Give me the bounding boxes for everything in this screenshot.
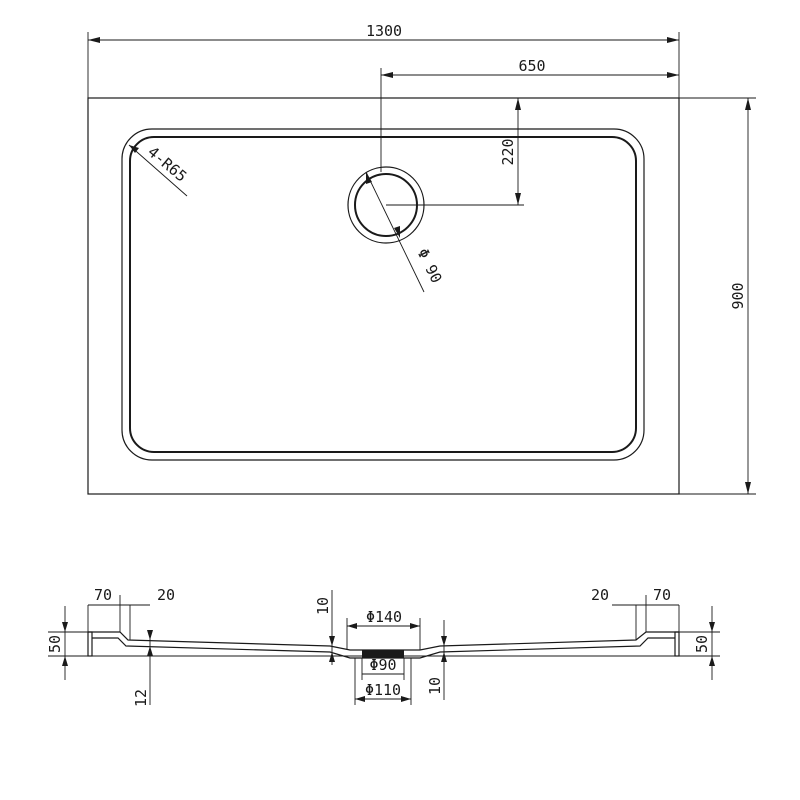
arrowhead <box>366 172 372 184</box>
arrowhead <box>147 646 153 656</box>
drain-depth-top-label: 10 <box>314 597 332 615</box>
tray-outline <box>87 97 680 495</box>
dimension-label-depth: 900 <box>729 282 747 309</box>
arrowhead <box>381 72 393 78</box>
arrowhead <box>329 636 335 646</box>
arrowhead <box>62 656 68 666</box>
arrowhead <box>410 623 420 629</box>
radius-leader <box>128 144 188 197</box>
section-view: 70 20 20 70 50 50 12 10 <box>46 586 720 707</box>
arrowhead <box>745 98 751 110</box>
basin-outer-edge <box>121 128 645 461</box>
base-thickness-label: 12 <box>132 689 150 707</box>
rim-left-label: 70 <box>94 586 112 604</box>
arrowhead <box>667 72 679 78</box>
right-end-wall <box>674 631 680 657</box>
arrowhead <box>355 696 365 702</box>
drain-outer-label: Φ140 <box>366 608 402 626</box>
plan-view: 1300 650 220 900 4-R65 Φ 90 <box>87 22 756 495</box>
arrowhead <box>394 226 400 238</box>
arrowhead <box>88 37 100 43</box>
height-left-label: 50 <box>46 635 64 653</box>
drain-mid-label: Φ110 <box>365 681 401 699</box>
dimension-label-width: 1300 <box>366 22 402 40</box>
arrowhead <box>441 652 447 662</box>
basin-inner-edge <box>129 136 637 453</box>
drain-inner-label: Φ90 <box>369 656 396 674</box>
arrowhead <box>347 623 357 629</box>
dimension-label-offset: 220 <box>499 138 517 165</box>
arrowhead <box>709 656 715 666</box>
step-left-label: 20 <box>157 586 175 604</box>
arrowhead <box>147 630 153 640</box>
arrowhead <box>441 636 447 646</box>
arrowhead <box>129 145 139 153</box>
arrowhead <box>667 37 679 43</box>
arrowhead <box>329 652 335 662</box>
step-right-label: 20 <box>591 586 609 604</box>
left-end-wall <box>87 631 93 657</box>
arrowhead <box>62 622 68 632</box>
drain-depth-bottom-label: 10 <box>426 677 444 695</box>
diameter-leader <box>365 171 425 293</box>
height-right-label: 50 <box>693 635 711 653</box>
rim-right-label: 70 <box>653 586 671 604</box>
dimension-label-half: 650 <box>518 57 545 75</box>
drain-body <box>362 650 404 658</box>
arrowhead <box>515 193 521 205</box>
arrowhead <box>401 696 411 702</box>
arrowhead <box>745 482 751 494</box>
arrowhead <box>515 98 521 110</box>
arrowhead <box>709 622 715 632</box>
